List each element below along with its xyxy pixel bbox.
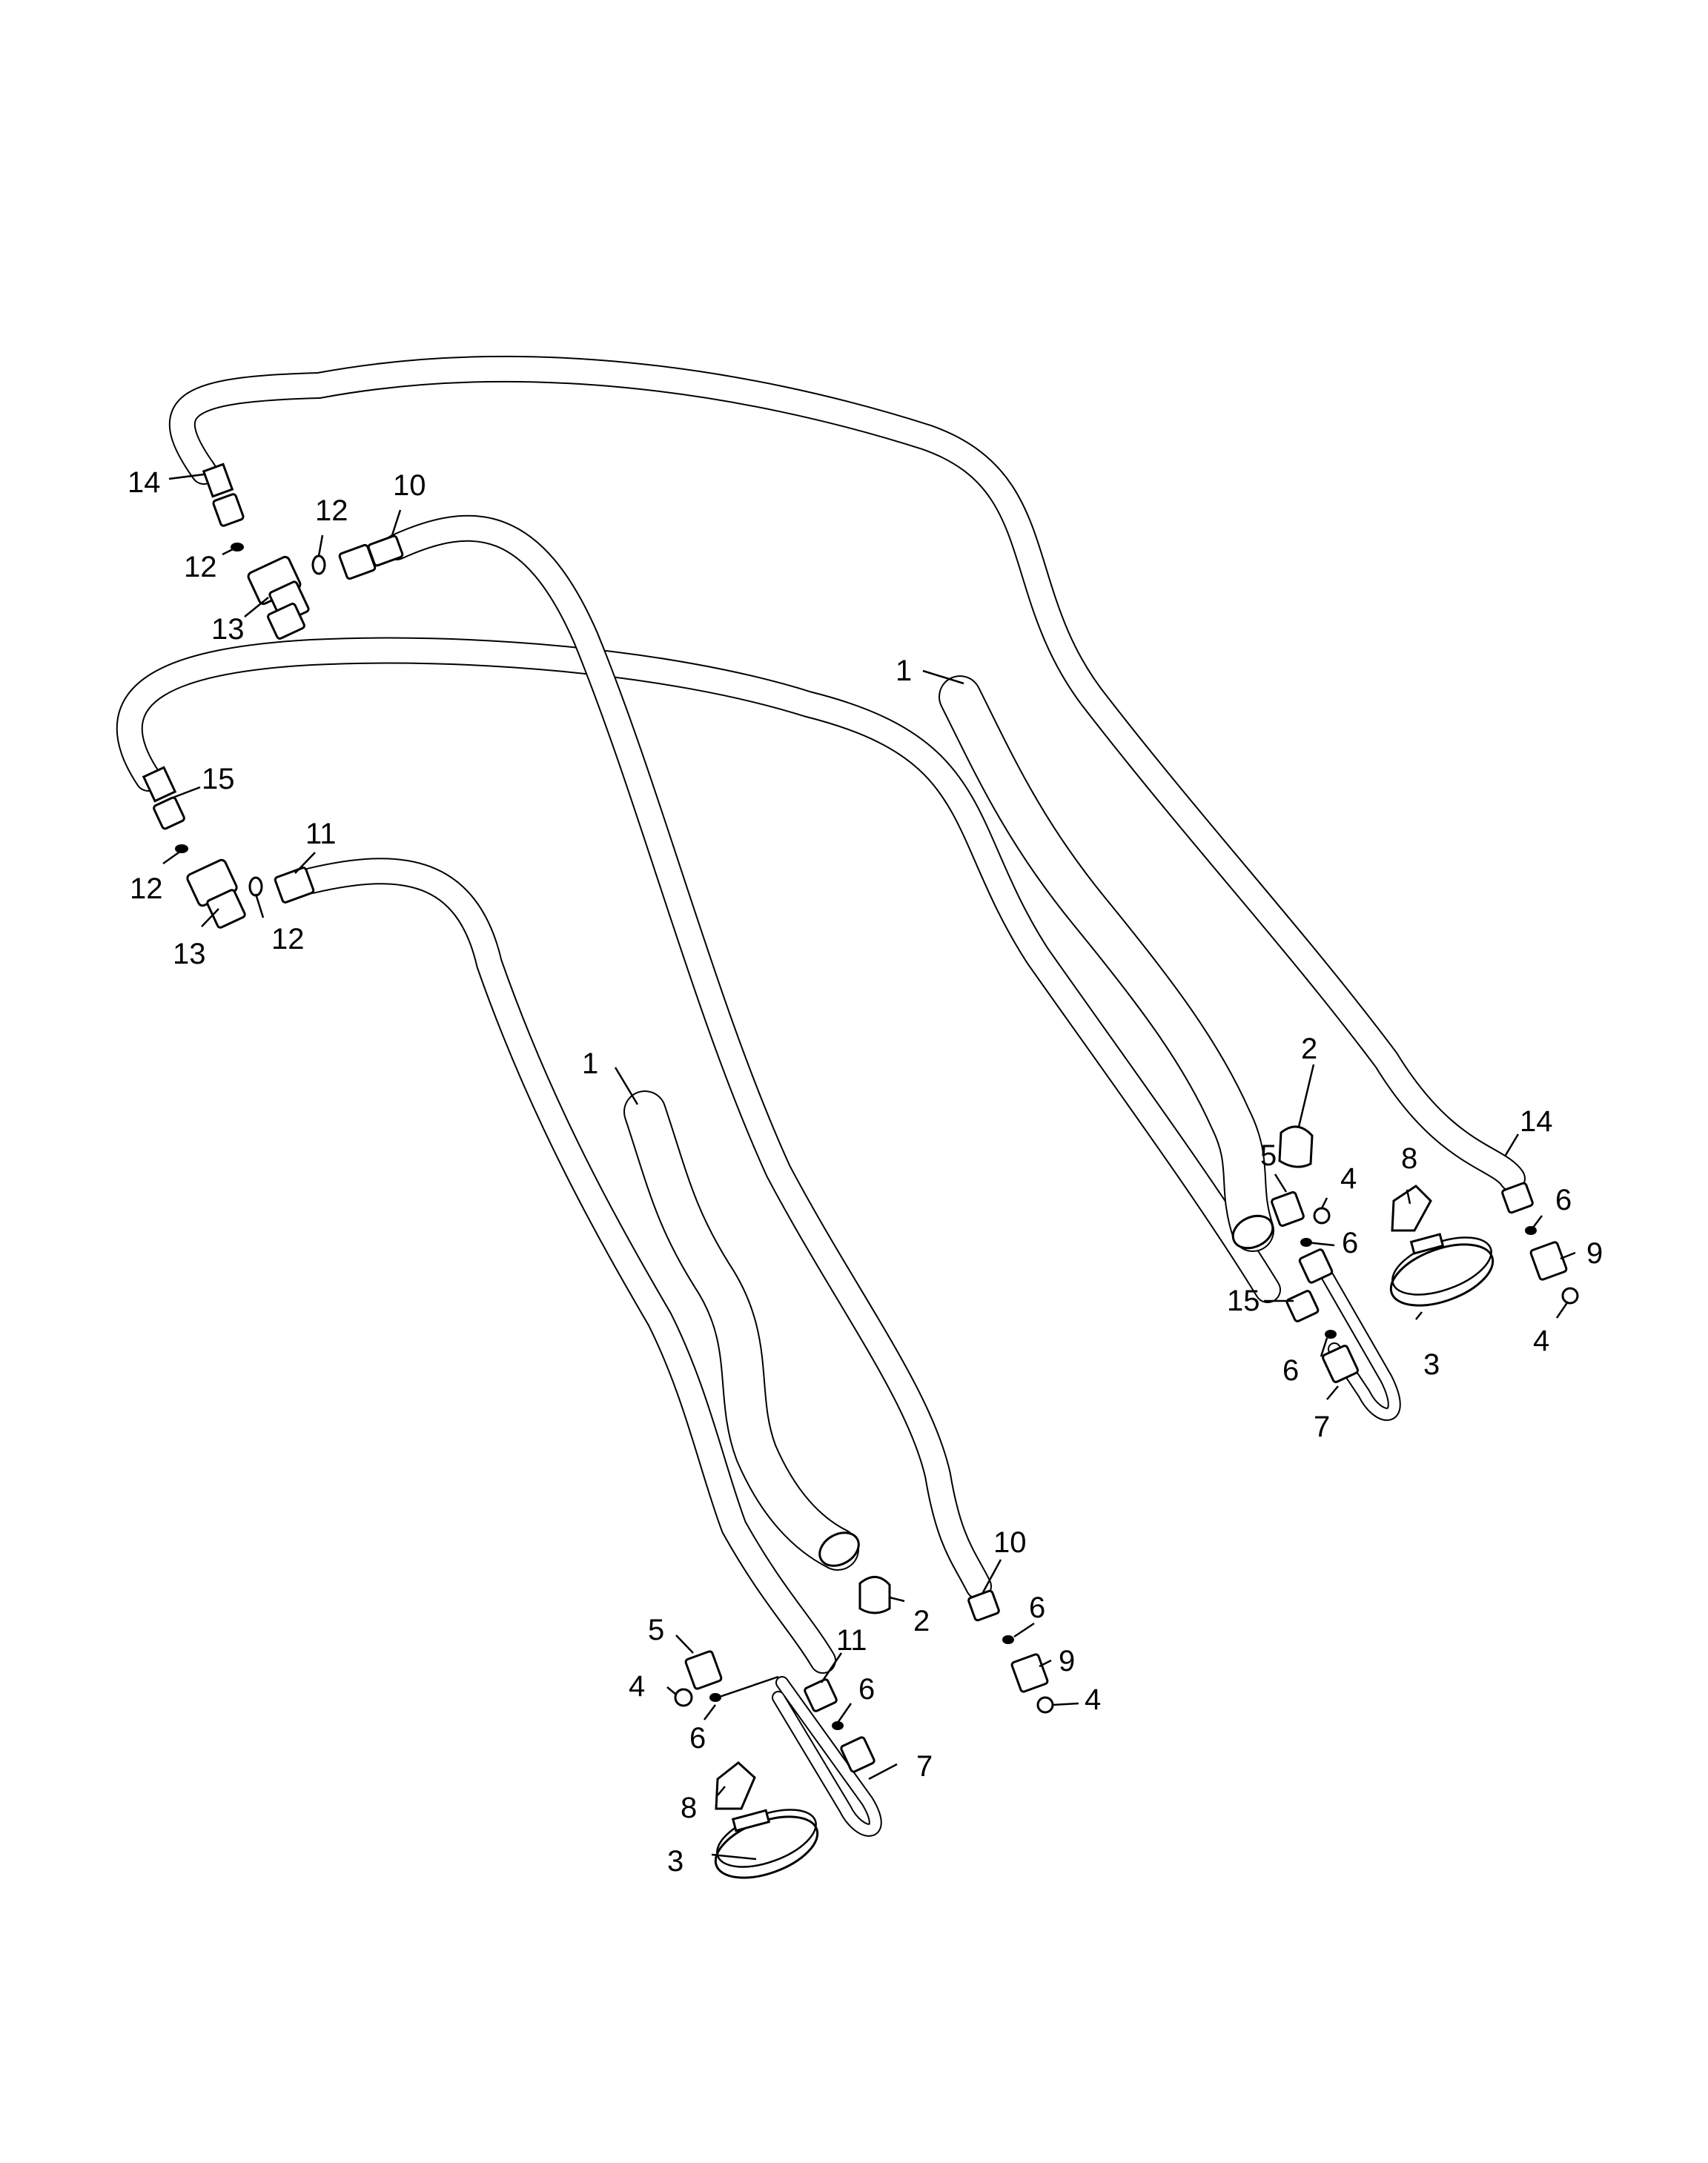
callout-9: 9 — [1586, 1237, 1603, 1270]
callout-12: 12 — [184, 551, 217, 583]
callout-6: 6 — [858, 1673, 875, 1706]
hose-15 — [116, 637, 1281, 1303]
callout-6: 6 — [1342, 1227, 1358, 1259]
callout-14: 14 — [1520, 1105, 1553, 1138]
callout-10: 10 — [393, 469, 426, 502]
callout-2: 2 — [1301, 1033, 1317, 1065]
leader-lines — [162, 473, 1576, 1861]
callout-1: 1 — [582, 1047, 598, 1080]
sleeve-right — [939, 675, 1274, 1252]
callout-3: 3 — [667, 1845, 683, 1878]
callout-6: 6 — [1282, 1354, 1299, 1387]
callouts: 1 1 2 2 3 3 4 4 4 4 5 5 6 6 6 6 6 6 7 7 … — [128, 466, 1603, 1878]
callout-15: 15 — [1227, 1285, 1260, 1317]
callout-6: 6 — [1029, 1591, 1045, 1624]
callout-6: 6 — [1555, 1184, 1572, 1216]
callout-7: 7 — [1314, 1411, 1330, 1443]
lower-tee-assembly — [142, 766, 315, 929]
callout-1: 1 — [896, 655, 912, 687]
callout-11: 11 — [305, 818, 337, 850]
callout-9: 9 — [1059, 1645, 1075, 1677]
callout-8: 8 — [681, 1792, 697, 1824]
callout-13: 13 — [173, 938, 206, 970]
callout-13: 13 — [211, 613, 245, 646]
hose-14 — [168, 355, 1526, 1192]
callout-12: 12 — [271, 923, 305, 955]
callout-12: 12 — [130, 872, 163, 905]
right-fittings-cluster — [1271, 1125, 1579, 1383]
callout-10: 10 — [993, 1526, 1027, 1559]
callout-5: 5 — [648, 1614, 664, 1646]
callout-3: 3 — [1423, 1348, 1440, 1381]
callout-11: 11 — [836, 1624, 867, 1657]
u-tube-right — [1311, 1253, 1401, 1421]
callout-14: 14 — [128, 466, 161, 499]
callout-8: 8 — [1401, 1142, 1417, 1175]
callout-6: 6 — [689, 1722, 706, 1755]
hose-10 — [383, 514, 992, 1600]
upper-tee-assembly — [202, 463, 404, 640]
u-tube-left — [772, 1676, 882, 1837]
hose-11 — [298, 858, 836, 1674]
callout-4: 4 — [629, 1670, 645, 1703]
callout-4: 4 — [1533, 1325, 1549, 1357]
callout-15: 15 — [202, 763, 235, 795]
sleeve-left — [623, 1090, 860, 1571]
callout-4: 4 — [1085, 1683, 1101, 1716]
callout-5: 5 — [1260, 1139, 1277, 1172]
callout-12: 12 — [315, 494, 348, 527]
callout-7: 7 — [916, 1750, 933, 1783]
callout-4: 4 — [1340, 1162, 1357, 1195]
callout-2: 2 — [913, 1605, 930, 1637]
